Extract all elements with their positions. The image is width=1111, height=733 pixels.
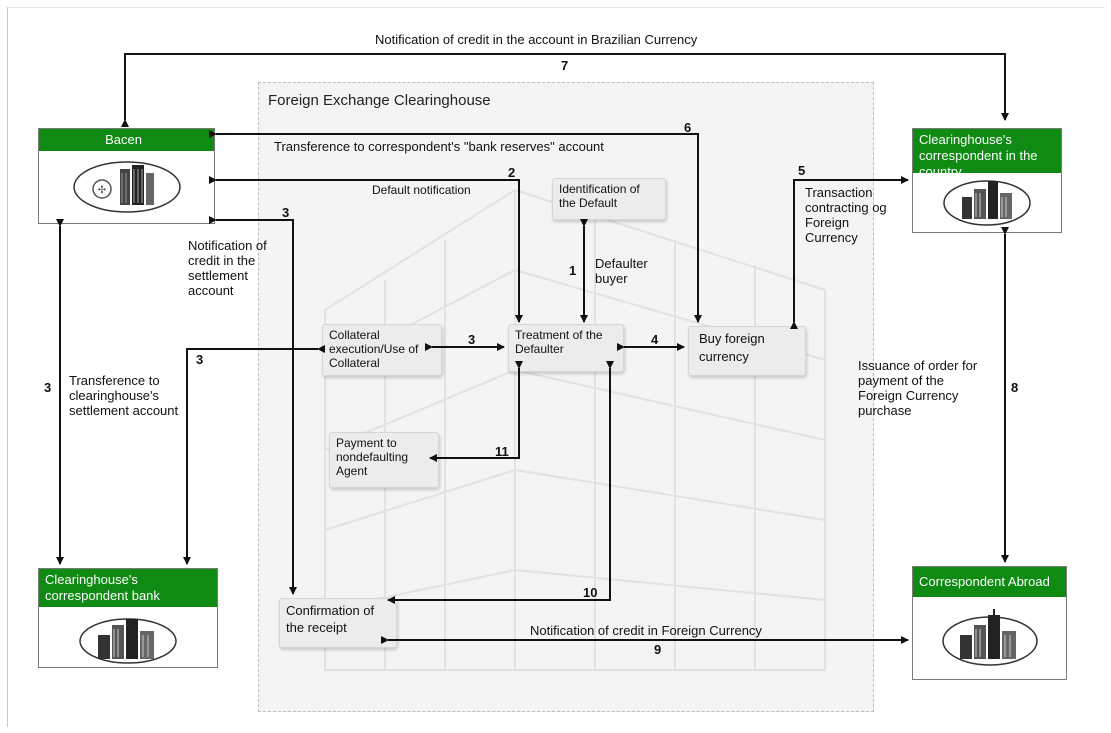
transaction-contracting-label: Transaction contracting og Foreign Curre…	[805, 185, 887, 245]
step-7: 7	[561, 58, 569, 73]
correspondent-country-entity: Clearinghouse's correspondent in the cou…	[912, 128, 1062, 233]
step-11: 11	[495, 444, 509, 459]
arrow-3-collateral-bank	[183, 345, 325, 565]
clearinghouse-title: Foreign Exchange Clearinghouse	[268, 92, 491, 109]
issuance-order-label: Issuance of order for payment of the For…	[858, 358, 978, 418]
diagram-frame	[7, 7, 1105, 727]
arrow-7	[121, 53, 1009, 127]
step-1: 1	[569, 263, 577, 278]
city-buildings-icon	[79, 618, 177, 664]
step-8: 8	[1011, 380, 1019, 395]
step-6: 6	[684, 120, 692, 135]
buy-foreign-currency-box: Buy foreign currency	[688, 326, 806, 376]
arrow-2	[209, 176, 523, 323]
confirmation-box: Confirmation of the receipt	[279, 598, 397, 648]
arrow-5	[790, 176, 909, 329]
top-notification-label: Notification of credit in the account in…	[375, 32, 698, 47]
step-5: 5	[798, 163, 806, 178]
step-9: 9	[654, 642, 662, 657]
bacen-title: Bacen	[39, 129, 214, 151]
transference-reserves-label: Transference to correspondent's "bank re…	[274, 139, 604, 154]
step-3-collateral-treatment: 3	[468, 332, 476, 347]
notification-foreign-label: Notification of credit in Foreign Curren…	[530, 623, 762, 638]
city-buildings-icon	[943, 180, 1031, 226]
step-3-settlement: 3	[282, 205, 290, 220]
arrow-10	[387, 361, 614, 604]
correspondent-country-title: Clearinghouse's correspondent in the cou…	[913, 129, 1061, 173]
notification-settlement-label: Notification of credit in the settlement…	[188, 238, 267, 298]
step-3-collateral-bank: 3	[196, 352, 204, 367]
defaulter-buyer-label: Defaulter buyer	[595, 256, 648, 286]
step-4: 4	[651, 332, 659, 347]
correspondent-bank-title: Clearinghouse's correspondent bank	[39, 569, 217, 607]
default-notification-label: Default notification	[372, 183, 471, 197]
city-buildings-icon	[941, 609, 1038, 666]
svg-text:✣: ✣	[97, 185, 105, 196]
bacen-building-icon: ✣	[72, 161, 181, 213]
correspondent-abroad-entity: Correspondent Abroad	[912, 566, 1067, 680]
bacen-entity: Bacen ✣	[38, 128, 215, 224]
correspondent-bank-entity: Clearinghouse's correspondent bank	[38, 568, 218, 668]
transference-settlement-label: Transference to clearinghouse's settleme…	[69, 373, 179, 418]
step-3-left: 3	[44, 380, 52, 395]
step-2: 2	[508, 165, 516, 180]
correspondent-abroad-title: Correspondent Abroad	[913, 567, 1066, 597]
step-10: 10	[583, 585, 598, 600]
arrow-6	[209, 130, 702, 323]
